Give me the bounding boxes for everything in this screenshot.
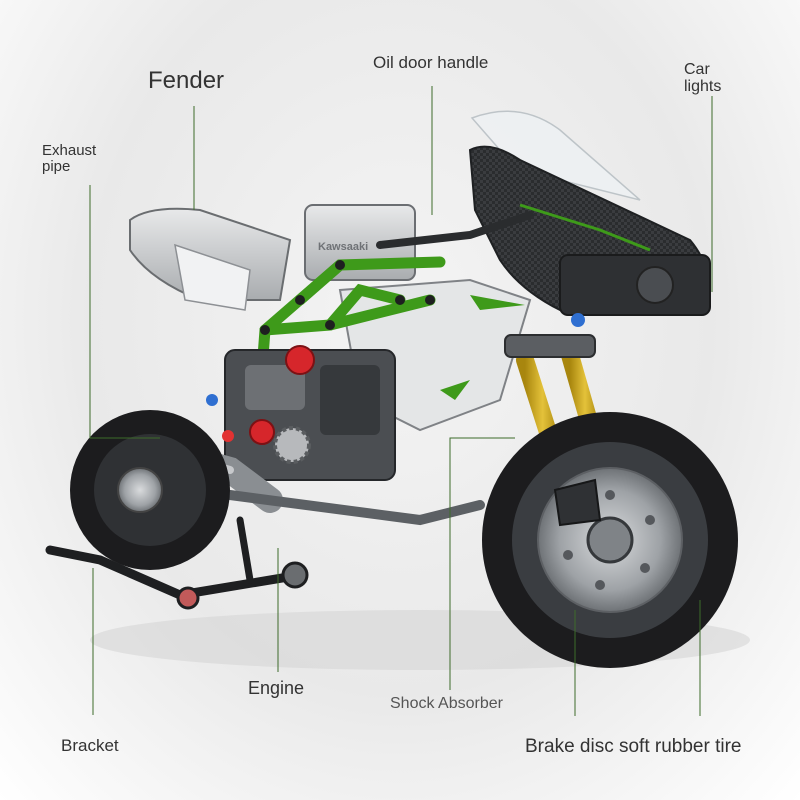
mirror-knob: [571, 313, 585, 327]
fairing-green-stripe: [519, 203, 651, 252]
label-car-lights: Car lights: [684, 61, 722, 95]
leader-shock-absorber: [449, 437, 515, 690]
leader-exhaust-pipe: [89, 185, 160, 439]
front-wheel: [482, 412, 738, 668]
handlebar: [376, 211, 534, 249]
label-exhaust-pipe: Exhaust pipe: [42, 142, 97, 175]
label-brake-disc-tire: Brake disc soft rubber tire: [525, 736, 742, 757]
tank-badge: Kawsaaki: [318, 241, 368, 253]
engine-block: [206, 345, 396, 481]
label-shock-absorber: Shock Absorber: [390, 695, 503, 712]
rear-fender-panel: [174, 243, 251, 311]
label-engine: Engine: [248, 678, 305, 698]
windscreen: [470, 110, 641, 201]
label-fender: Fender: [148, 67, 225, 94]
body-green-accent: [470, 295, 525, 310]
headlight-housing: [559, 254, 711, 316]
label-oil-door-handle: Oil door handle: [373, 53, 489, 72]
body-green-accent-2: [440, 380, 470, 400]
rear-wheel: [70, 410, 230, 570]
leader-lines: [89, 86, 713, 716]
headlight: [636, 266, 674, 304]
frame-bolts: [260, 260, 435, 335]
rear-stand: [45, 516, 309, 610]
label-bracket: Bracket: [61, 736, 119, 755]
